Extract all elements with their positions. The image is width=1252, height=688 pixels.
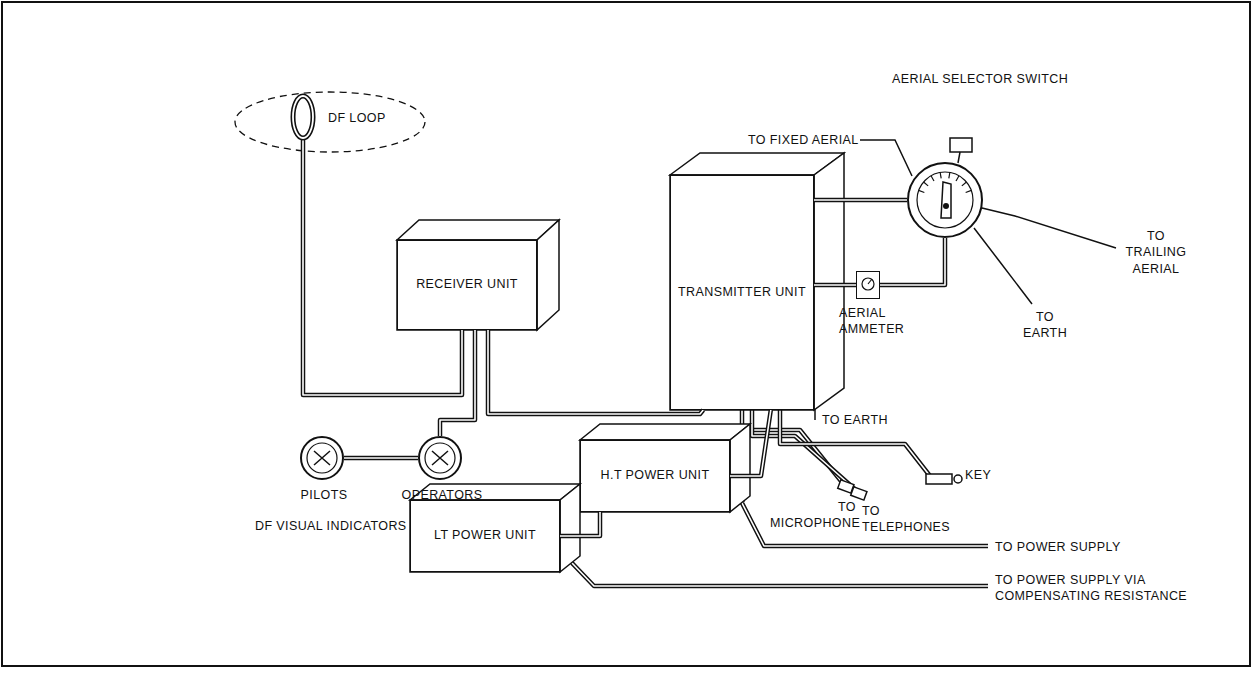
part-label: AERIAL SELECTOR SWITCH — [892, 72, 1068, 88]
callout-label: TO TRAILING AERIAL — [1120, 228, 1192, 277]
box-face — [560, 484, 580, 572]
cable-core — [814, 284, 856, 286]
visual-indicator: OPERATORS — [418, 436, 462, 480]
box-face — [730, 424, 750, 512]
callout-label: TO EARTH — [822, 412, 888, 428]
unit-label: LT POWER UNIT — [434, 528, 536, 544]
box-face — [580, 424, 750, 440]
power-unit-box: LT POWER UNIT — [410, 500, 560, 572]
switch-handle-box — [950, 138, 972, 152]
part-label: PILOTS — [301, 488, 348, 504]
callout-label: TO FIXED AERIAL — [748, 132, 859, 148]
cable — [814, 283, 856, 288]
aerial-lead — [860, 140, 912, 176]
earth-lead — [974, 228, 1032, 304]
cable — [344, 456, 418, 461]
switch-outline — [909, 164, 981, 236]
box-face — [670, 175, 814, 410]
cable-core — [303, 139, 462, 395]
unit-label: TRANSMITTER UNIT — [678, 285, 806, 301]
loop-outline — [292, 95, 314, 139]
visual-indicator: PILOTS — [300, 436, 344, 480]
cable-core — [814, 199, 907, 201]
cable — [560, 512, 600, 536]
part-label: DF LOOP — [328, 111, 386, 127]
df-loop: DF LOOP — [292, 95, 314, 139]
cable — [880, 238, 945, 285]
box-face — [537, 220, 559, 330]
dial-outline — [302, 438, 342, 478]
aerial-lead — [982, 208, 1116, 248]
power-unit-box: H.T POWER UNIT — [580, 440, 730, 512]
cable — [440, 330, 475, 436]
cable-core — [440, 330, 475, 436]
box-face — [397, 220, 559, 240]
callout-label: TO POWER SUPPLY — [995, 539, 1121, 555]
cable-core — [880, 238, 945, 285]
box-face — [397, 240, 537, 330]
loop-field — [235, 92, 425, 152]
callout-label: TO EARTH — [1022, 309, 1068, 342]
cable — [303, 139, 462, 395]
meter-outline — [857, 272, 879, 298]
callout-label: TO TELEPHONES — [862, 503, 942, 536]
cable-core — [560, 512, 600, 536]
box-face — [580, 440, 730, 512]
box-face — [814, 153, 844, 410]
box-face — [410, 500, 560, 572]
transmitter-box: TRANSMITTER UNIT — [670, 175, 814, 410]
dial-outline — [420, 438, 460, 478]
part-label: AERIAL AMMETER — [839, 306, 914, 337]
part-label: OPERATORS — [402, 488, 483, 504]
cable-core — [730, 410, 771, 476]
cable-core — [344, 457, 418, 459]
ammeter: AERIAL AMMETER — [856, 271, 880, 299]
callout-label: KEY — [965, 467, 991, 483]
selector-switch: AERIAL SELECTOR SWITCH — [907, 162, 983, 238]
callout-label: TO MICROPHONE — [770, 499, 856, 532]
unit-label: H.T POWER UNIT — [601, 468, 710, 484]
frame — [2, 2, 1250, 666]
receiver-box: RECEIVER UNIT — [397, 240, 537, 330]
cable — [730, 410, 771, 476]
unit-label: RECEIVER UNIT — [416, 277, 518, 293]
switch-link — [958, 152, 960, 163]
cable — [814, 198, 907, 203]
cables — [572, 410, 988, 586]
callout-label: DF VISUAL INDICATORS — [255, 518, 407, 534]
callout-label: TO POWER SUPPLY VIA COMPENSATING RESISTA… — [995, 572, 1195, 605]
